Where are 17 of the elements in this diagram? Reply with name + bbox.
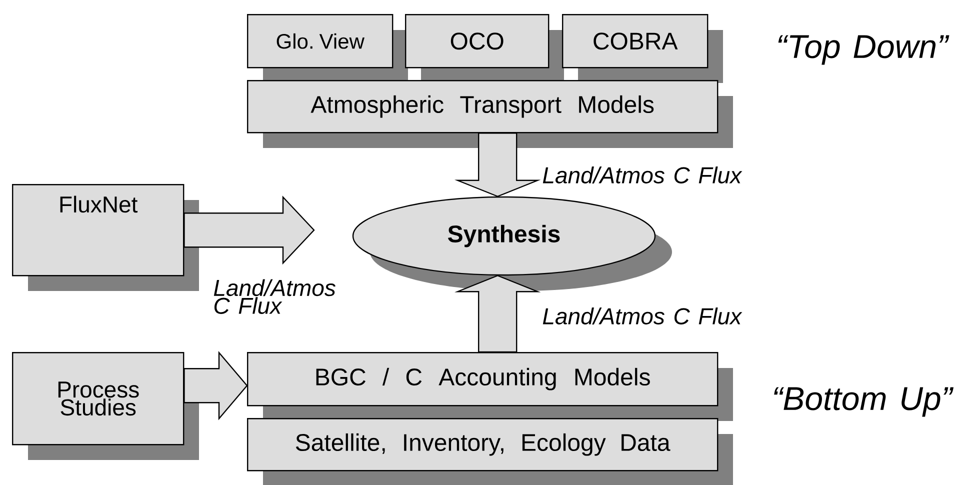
block-arrow xyxy=(454,274,541,353)
process-box: FluxNet xyxy=(12,184,199,291)
edge-label: Land/Atmos C Flux xyxy=(214,279,336,314)
process-box: Glo. View xyxy=(247,14,408,83)
edge-label: Land/Atmos C Flux xyxy=(542,166,742,184)
block-arrow xyxy=(454,132,541,198)
process-box: COBRA xyxy=(562,14,723,83)
annotation-text: “Bottom Up” xyxy=(774,387,954,417)
process-box: OCO xyxy=(405,14,564,83)
process-box: Atmospheric Transport Models xyxy=(247,80,733,148)
process-box: Process Studies xyxy=(12,352,199,460)
process-box: Satellite, Inventory, Ecology Data xyxy=(247,418,733,485)
block-arrow xyxy=(184,350,248,420)
block-arrow xyxy=(184,196,315,265)
process-box: BGC / C Accounting Models xyxy=(247,352,733,421)
edge-label: Land/Atmos C Flux xyxy=(542,308,742,324)
annotation-text: “Top Down” xyxy=(778,35,950,65)
